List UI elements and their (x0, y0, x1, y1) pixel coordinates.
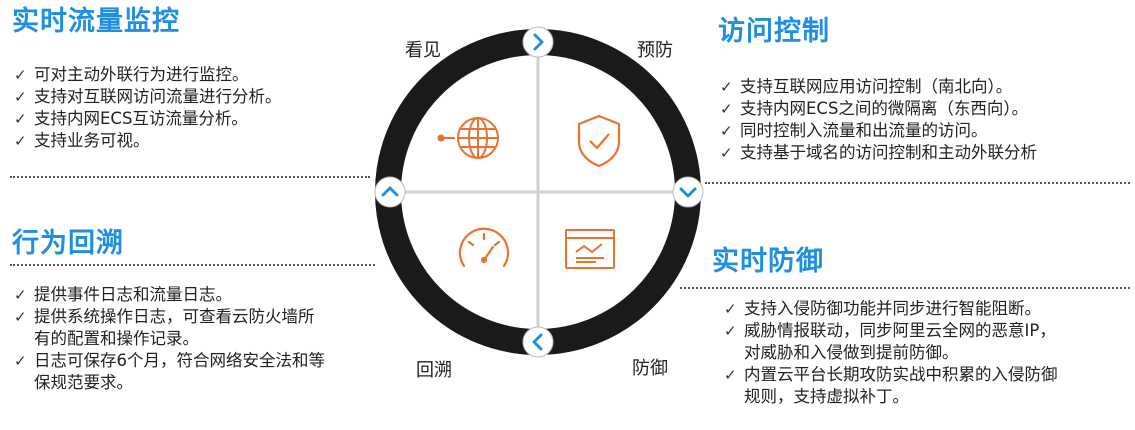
cycle-arrow-bottom (522, 326, 554, 358)
list-item: ✓支持内网ECS之间的微隔离（东西向）。 (720, 99, 1029, 118)
cycle-label-prevent: 预防 (637, 40, 673, 61)
check-icon: ✓ (14, 110, 27, 128)
shield-check-icon (577, 114, 621, 168)
divider-left-bottom (10, 264, 375, 266)
list-item: ✓支持互联网应用访问控制（南北向）。 (720, 77, 1013, 96)
monitor-chart-icon (565, 229, 615, 269)
panel-access-control: 访问控制 ✓支持互联网应用访问控制（南北向）。 ✓支持内网ECS之间的微隔离（东… (718, 16, 1037, 164)
check-icon: ✓ (724, 300, 737, 318)
globe-icon (437, 117, 499, 159)
check-icon: ✓ (724, 366, 737, 384)
check-icon: ✓ (720, 144, 733, 162)
list-item: ✓支持对互联网访问流量进行分析。 (14, 87, 282, 106)
panel-title-traffic-monitoring: 实时流量监控 (12, 6, 180, 37)
panel-behavior-trace: 行为回溯 ✓提供事件日志和流量日志。 ✓提供系统操作日志，可查看云防火墙所有的配… (12, 228, 325, 394)
chevron-down-icon (679, 187, 697, 198)
list-item: ✓威胁情报联动，同步阿里云全网的恶意IP，对威胁和入侵做到提前防御。 (724, 321, 1056, 362)
check-icon: ✓ (14, 352, 27, 370)
check-icon: ✓ (14, 286, 27, 304)
list-item: ✓提供系统操作日志，可查看云防火墙所有的配置和操作记录。 (14, 307, 315, 348)
traffic-monitoring-list: ✓可对主动外联行为进行监控。 ✓支持对互联网访问流量进行分析。 ✓支持内网ECS… (12, 64, 282, 152)
chevron-right-icon (533, 33, 544, 51)
cycle-ring-diagram: 流量监控 访问控制 行为回溯 实时防御 (374, 26, 704, 358)
panel-title-realtime-defense: 实时防御 (712, 246, 824, 277)
list-item: ✓支持入侵防御功能并同步进行智能阻断。 (724, 299, 1041, 318)
check-icon: ✓ (724, 322, 737, 340)
list-item: ✓内置云平台长期攻防实战中积累的入侵防御规则，支持虚拟补丁。 (724, 365, 1058, 406)
list-item: ✓支持基于域名的访问控制和主动外联分析 (720, 143, 1037, 162)
check-icon: ✓ (14, 66, 27, 84)
panel-realtime-defense: 实时防御 ✓支持入侵防御功能并同步进行智能阻断。 ✓威胁情报联动，同步阿里云全网… (712, 246, 1058, 408)
cycle-arrow-right (672, 176, 704, 208)
check-icon: ✓ (14, 308, 27, 326)
list-item: ✓同时控制入流量和出流量的访问。 (720, 121, 988, 140)
check-icon: ✓ (720, 100, 733, 118)
cycle-arrow-left (374, 176, 406, 208)
cycle-label-trace: 回溯 (416, 360, 452, 381)
chevron-up-icon (381, 186, 399, 197)
divider-right-bottom (680, 287, 1130, 289)
cycle-label-defend: 防御 (632, 358, 668, 379)
cycle-label-see: 看见 (405, 40, 441, 61)
gauge-icon (458, 227, 510, 268)
check-icon: ✓ (14, 132, 27, 150)
behavior-trace-list: ✓提供事件日志和流量日志。 ✓提供系统操作日志，可查看云防火墙所有的配置和操作记… (12, 284, 325, 394)
check-icon: ✓ (720, 78, 733, 96)
realtime-defense-list: ✓支持入侵防御功能并同步进行智能阻断。 ✓威胁情报联动，同步阿里云全网的恶意IP… (722, 298, 1058, 408)
cycle-arrow-top (522, 26, 554, 58)
check-icon: ✓ (720, 122, 733, 140)
list-item: ✓可对主动外联行为进行监控。 (14, 65, 249, 84)
list-item: ✓日志可保存6个月，符合网络安全法和等保规范要求。 (14, 351, 325, 392)
panel-title-behavior-trace: 行为回溯 (12, 228, 124, 259)
divider-left-top (10, 176, 370, 178)
divider-right-top (705, 182, 1130, 184)
list-item: ✓支持业务可视。 (14, 131, 150, 150)
panel-traffic-monitoring: 实时流量监控 ✓可对主动外联行为进行监控。 ✓支持对互联网访问流量进行分析。 ✓… (12, 6, 282, 152)
chevron-left-icon (532, 333, 543, 351)
panel-title-access-control: 访问控制 (718, 16, 830, 47)
access-control-list: ✓支持互联网应用访问控制（南北向）。 ✓支持内网ECS之间的微隔离（东西向）。 … (718, 76, 1037, 164)
list-item: ✓支持内网ECS互访流量分析。 (14, 109, 248, 128)
check-icon: ✓ (14, 88, 27, 106)
list-item: ✓提供事件日志和流量日志。 (14, 285, 232, 304)
